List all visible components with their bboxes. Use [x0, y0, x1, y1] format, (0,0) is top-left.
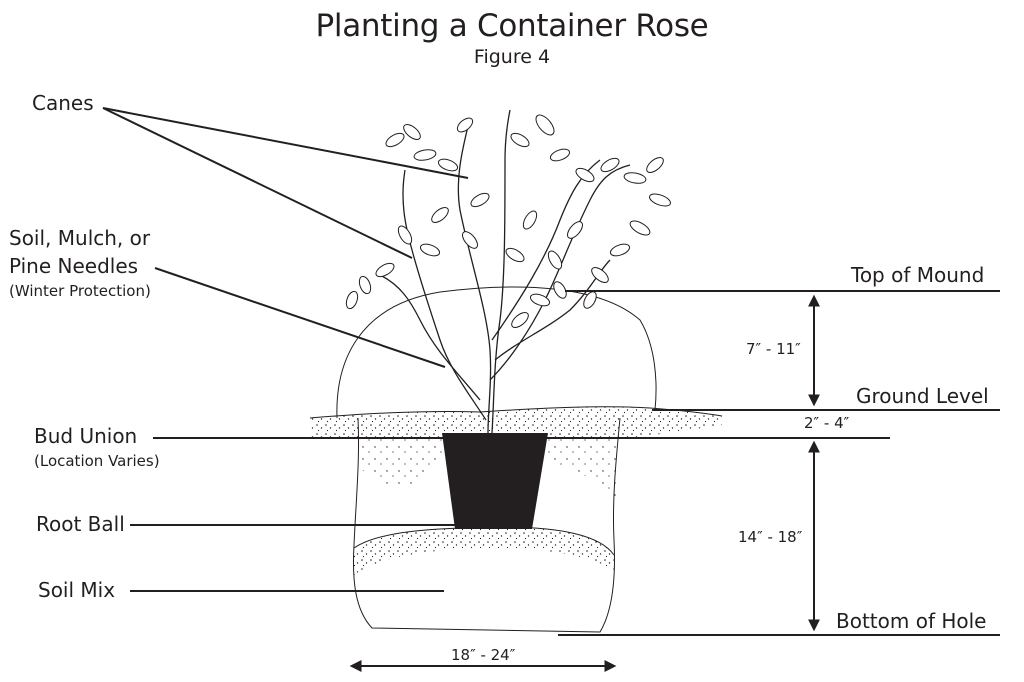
label-bud-union: Bud Union	[34, 424, 138, 448]
rose-leaves	[345, 114, 671, 328]
label-winter-protection-line1: Soil, Mulch, or	[9, 226, 151, 250]
ground-surface	[309, 406, 723, 437]
winter-protection-leader	[154, 267, 446, 368]
label-top-of-mound: Top of Mound	[851, 263, 985, 287]
measurement-bud-union-depth: 2″ - 4″	[804, 414, 850, 432]
canes-leader-lower	[102, 107, 413, 259]
leader-lines	[102, 107, 1000, 636]
label-winter-protection-line2: Pine Needles	[9, 254, 139, 278]
measurement-mound-height: 7″ - 11″	[746, 340, 801, 358]
dimension-arrows	[349, 294, 820, 672]
label-canes: Canes	[32, 91, 94, 115]
measurement-hole-width: 18″ - 24″	[451, 646, 516, 664]
label-soil-mix: Soil Mix	[38, 578, 116, 602]
label-ground-level: Ground Level	[856, 384, 989, 408]
label-bottom-of-hole: Bottom of Hole	[836, 609, 987, 633]
label-bud-union-note: (Location Varies)	[34, 452, 160, 470]
canes-leader-upper	[102, 107, 469, 179]
label-root-ball: Root Ball	[36, 512, 125, 536]
figure-subtitle: Figure 4	[473, 46, 551, 68]
figure-title: Planting a Container Rose	[315, 8, 709, 44]
measurement-hole-depth: 14″ - 18″	[738, 528, 803, 546]
root-ball	[442, 433, 548, 529]
mound	[336, 286, 657, 419]
label-winter-protection-note: (Winter Protection)	[9, 282, 151, 300]
